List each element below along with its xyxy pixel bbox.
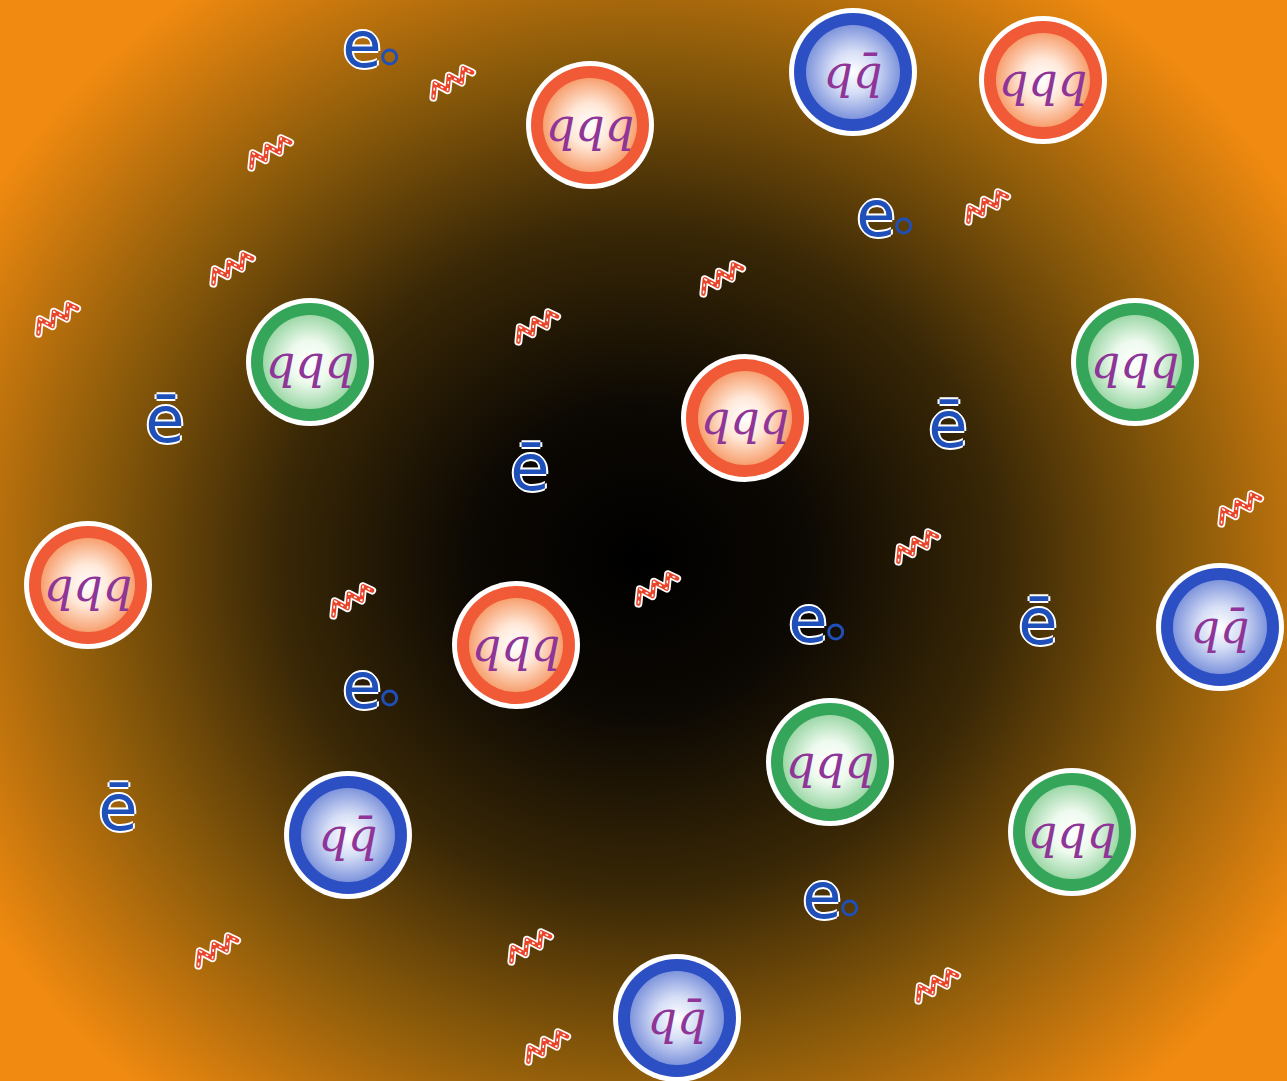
quark-text: qqq [1091, 339, 1179, 385]
particle-circle: qqq [1069, 296, 1201, 428]
particle-symbol: e [802, 864, 841, 928]
photon-wave [633, 571, 679, 603]
particle-circle: qqq [244, 296, 376, 428]
quark-text: qqq [999, 57, 1087, 103]
photon-wave [913, 968, 959, 1000]
electron-dot [383, 691, 397, 705]
quark-text: qqq [701, 395, 789, 441]
particle-circle: qq̄ [787, 6, 919, 138]
photon-wave [963, 189, 1009, 221]
photon-wave [428, 65, 474, 97]
electron-dot [897, 219, 911, 233]
quark-text: qqq [1028, 809, 1116, 855]
quark-text: qq̄ [1191, 604, 1250, 650]
photon-wave [246, 135, 292, 167]
particle-symbol: ē [1018, 590, 1057, 654]
quark-text: qqq [266, 339, 354, 385]
photon-wave [698, 261, 744, 293]
particle-symbol: e [342, 13, 381, 77]
particle-circle: qqq [1006, 766, 1138, 898]
photon-wave [193, 933, 239, 965]
quark-text: qqq [472, 622, 560, 668]
photon-wave [513, 309, 559, 341]
photon-wave [506, 929, 552, 961]
quark-text: qqq [546, 102, 634, 148]
particle-symbol: e [856, 182, 895, 246]
photon-wave [893, 529, 939, 561]
particle-circle: qq̄ [1154, 561, 1286, 693]
photon-wave [33, 301, 79, 333]
particle-circle: qqq [679, 352, 811, 484]
particle-symbol: ē [510, 436, 549, 500]
quark-text: qq̄ [319, 812, 378, 858]
particle-circle: qqq [450, 579, 582, 711]
photon-wave [523, 1029, 569, 1061]
electron-dot [383, 50, 397, 64]
photon-wave [328, 583, 374, 615]
quark-text: qqq [44, 562, 132, 608]
electron-dot [829, 625, 843, 639]
particle-circle: qqq [22, 519, 154, 651]
particle-circle: qqq [764, 696, 896, 828]
particle-symbol: ē [145, 388, 184, 452]
particle-symbol: ē [928, 393, 967, 457]
particle-circle: qq̄ [611, 952, 743, 1081]
particle-symbol: ē [98, 776, 137, 840]
electron-dot [843, 901, 857, 915]
photon-symbols [33, 65, 1262, 1061]
particle-circle: qqq [977, 14, 1109, 146]
photon-wave [208, 251, 254, 283]
photon-wave [1216, 491, 1262, 523]
quark-text: qq̄ [648, 995, 707, 1041]
electron-marks [383, 50, 911, 915]
particle-symbol: e [788, 588, 827, 652]
particle-circle: qq̄ [282, 769, 414, 901]
quark-text: qqq [786, 739, 874, 785]
quark-text: qq̄ [824, 49, 883, 95]
particle-symbol: e [342, 654, 381, 718]
particle-circle: qqq [524, 59, 656, 191]
